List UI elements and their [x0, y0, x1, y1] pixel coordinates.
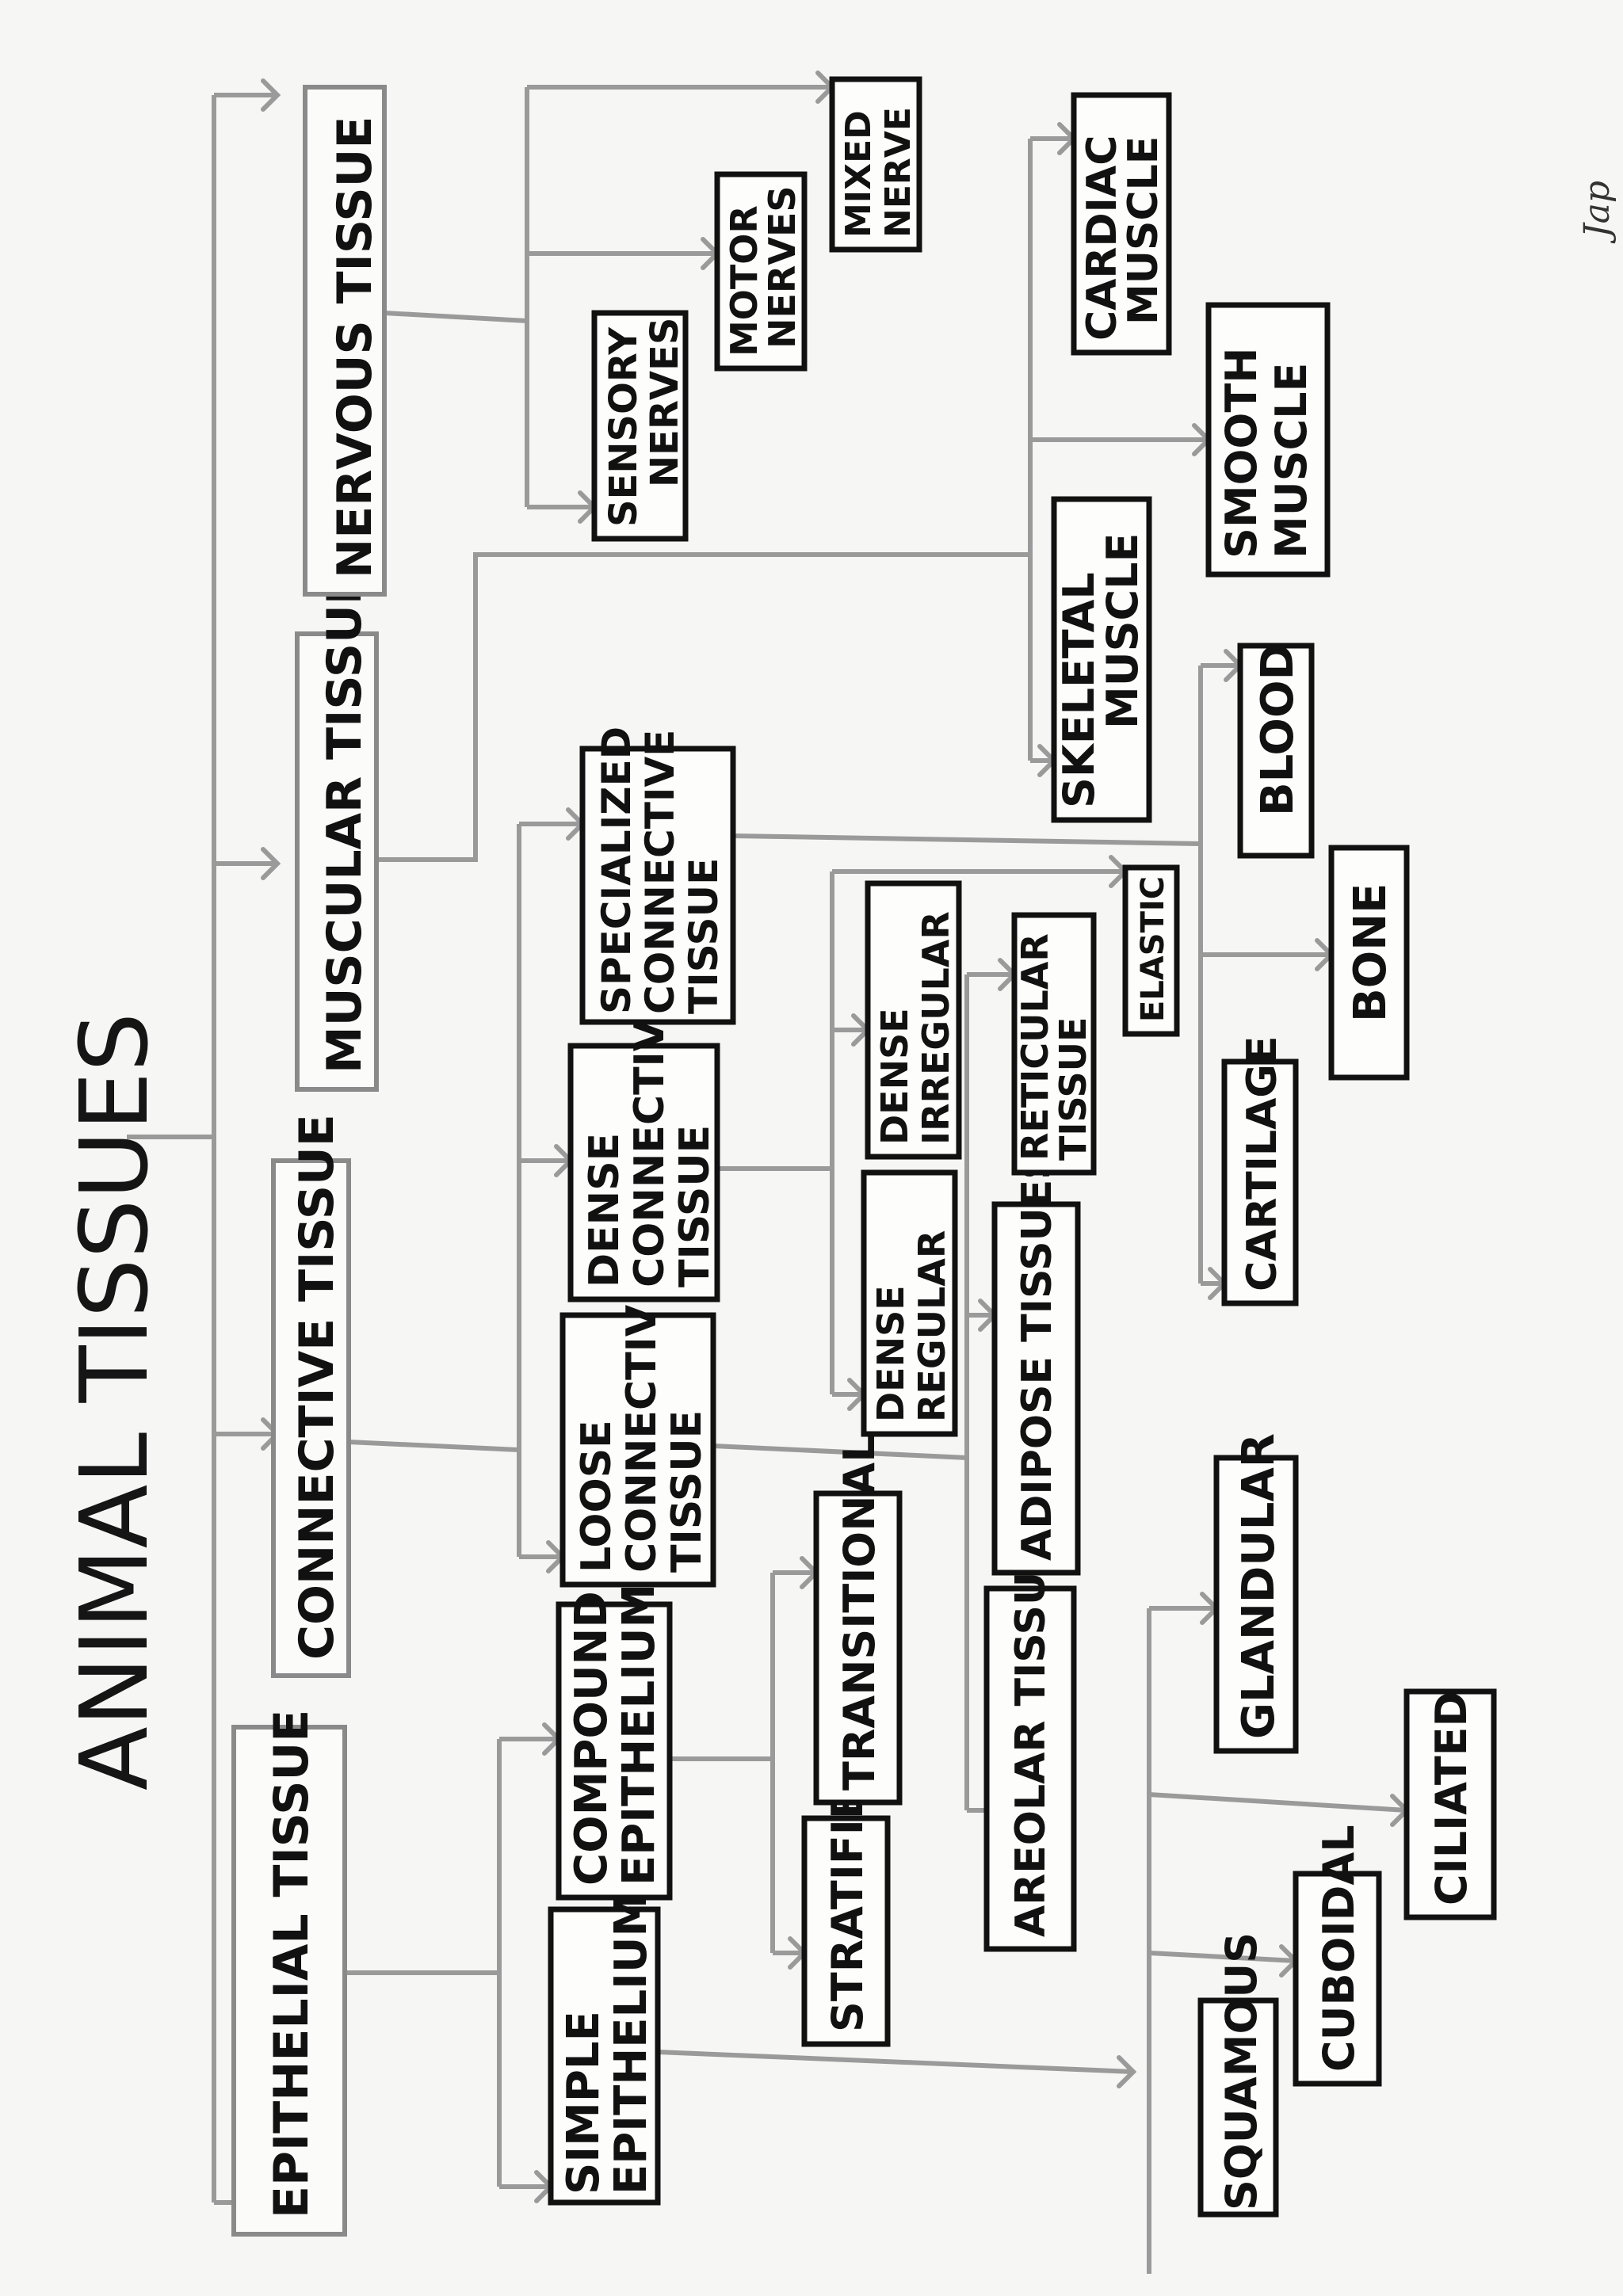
connector-loose-out	[712, 1444, 968, 1460]
svg-text:NERVES: NERVES	[643, 318, 687, 487]
node-bone: BONE	[1328, 845, 1410, 1081]
node-ciliated: CILIATED	[1403, 1688, 1497, 1920]
svg-text:CILIATED: CILIATED	[1426, 1691, 1476, 1905]
node-compound-epithelium: COMPOUND EPITHELIUM	[556, 1584, 673, 1901]
node-loose-connective-tissue: LOOSE CONNECTIVE TISSUE	[559, 1276, 716, 1588]
svg-text:TISSUE: TISSUE	[1052, 1017, 1094, 1161]
signature: Jap	[1577, 181, 1617, 244]
svg-text:MUSCULAR TISSUE: MUSCULAR TISSUE	[317, 572, 372, 1074]
arrow-to-nervous	[261, 78, 281, 112]
node-motor-nerves: MOTOR NERVES	[714, 171, 808, 372]
svg-text:DENSE: DENSE	[869, 1285, 912, 1422]
svg-text:EPITHELIUM: EPITHELIUM	[605, 1893, 657, 2195]
svg-text:TISSUE: TISSUE	[681, 858, 727, 1014]
node-nervous-tissue: NERVOUS TISSUE	[303, 85, 387, 597]
svg-text:DENSE: DENSE	[581, 1133, 628, 1287]
arrow-to-muscular	[261, 847, 281, 880]
svg-text:REGULAR: REGULAR	[911, 1230, 953, 1422]
svg-text:MOTOR: MOTOR	[723, 205, 766, 357]
node-dense-connective-tissue: DENSE CONNECTIVE TISSUE	[567, 991, 720, 1302]
svg-text:SKELETAL: SKELETAL	[1054, 572, 1104, 808]
node-glandular: GLANDULAR	[1213, 1433, 1299, 1754]
node-specialized-connective-tissue: SPECIALIZED CONNECTIVE TISSUE	[579, 727, 736, 1025]
svg-text:CONNECTIVE: CONNECTIVE	[637, 730, 683, 1014]
svg-text:SQUAMOUS: SQUAMOUS	[1216, 1932, 1266, 2210]
node-areolar-tissues: AREOLAR TISSUES	[983, 1514, 1077, 1952]
svg-text:LOOSE: LOOSE	[573, 1420, 621, 1573]
node-dense-irregular: DENSE IRREGULAR	[865, 880, 962, 1160]
node-smooth-muscle: SMOOTH MUSCLE	[1205, 302, 1331, 578]
node-sensory-nerves: SENSORY NERVES	[591, 310, 689, 542]
svg-text:CONNECTIVE: CONNECTIVE	[618, 1276, 666, 1573]
svg-text:ADIPOSE TISSUES: ADIPOSE TISSUES	[1014, 1150, 1061, 1561]
svg-text:CUBOIDAL: CUBOIDAL	[1314, 1825, 1364, 2072]
arrow-simple-out	[1117, 2055, 1137, 2088]
node-cartilage: CARTILAGE	[1221, 1035, 1299, 1306]
svg-text:BONE: BONE	[1345, 883, 1396, 1022]
node-reticular-tissue: RETICULAR TISSUE	[1011, 912, 1097, 1176]
svg-text:CARDIAC: CARDIAC	[1079, 135, 1126, 341]
svg-text:COMPOUND: COMPOUND	[566, 1591, 617, 1886]
svg-text:CONNECTIVE: CONNECTIVE	[626, 991, 674, 1287]
svg-text:ELASTIC: ELASTIC	[1135, 876, 1171, 1022]
svg-text:CONNECTIVE TISSUE: CONNECTIVE TISSUE	[289, 1114, 345, 1660]
connector-to-cuboidal	[1148, 1951, 1296, 1963]
node-simple-epithelium: SIMPLE EPITHELIUM	[548, 1893, 661, 2206]
svg-text:EPITHELIAL TISSUE: EPITHELIAL TISSUE	[264, 1710, 319, 2218]
node-connective-tissue: CONNECTIVE TISSUE	[271, 1114, 351, 1678]
connector-muscular-out	[376, 552, 1030, 862]
node-transitional: TRANSITIONAL	[813, 1435, 903, 1806]
node-mixed-nerve: MIXED NERVE	[829, 76, 922, 253]
node-dense-regular: DENSE REGULAR	[861, 1169, 958, 1437]
svg-text:MIXED: MIXED	[838, 110, 879, 238]
node-muscular-tissue: MUSCULAR TISSUE	[295, 572, 379, 1092]
connector-simple-out	[657, 2050, 1134, 2074]
node-elastic: ELASTIC	[1122, 864, 1180, 1037]
svg-text:MUSCLE: MUSCLE	[1098, 533, 1148, 729]
svg-text:SENSORY: SENSORY	[601, 326, 646, 527]
svg-text:CARTILAGE: CARTILAGE	[1239, 1035, 1286, 1291]
page-title: ANIMAL TISSUES	[59, 1013, 169, 1791]
svg-text:NERVES: NERVES	[761, 186, 804, 349]
node-cardiac-muscle: CARDIAC MUSCLE	[1071, 92, 1172, 356]
svg-text:BLOOD: BLOOD	[1252, 643, 1304, 816]
svg-text:NERVOUS TISSUE: NERVOUS TISSUE	[327, 116, 383, 578]
svg-text:TISSUE: TISSUE	[663, 1410, 711, 1573]
svg-text:MUSCLE: MUSCLE	[1266, 363, 1316, 559]
svg-text:NERVE: NERVE	[878, 107, 918, 238]
svg-text:SPECIALIZED: SPECIALIZED	[594, 727, 640, 1014]
svg-text:TISSUE: TISSUE	[671, 1125, 719, 1287]
svg-text:GLANDULAR: GLANDULAR	[1233, 1433, 1285, 1739]
connector-connective-out	[348, 1440, 520, 1452]
node-adipose-tissues: ADIPOSE TISSUES	[991, 1150, 1081, 1576]
svg-text:AREOLAR TISSUES: AREOLAR TISSUES	[1007, 1514, 1055, 1937]
node-skeletal-muscle: SKELETAL MUSCLE	[1051, 496, 1152, 823]
svg-text:IRREGULAR: IRREGULAR	[915, 911, 957, 1145]
svg-text:SIMPLE: SIMPLE	[558, 2011, 609, 2195]
connector-specialized-out	[732, 833, 1201, 846]
node-epithelial-tissue: EPITHELIAL TISSUE	[231, 1710, 347, 2237]
connector-to-ciliated	[1148, 1792, 1407, 1813]
node-cuboidal: CUBOIDAL	[1293, 1825, 1382, 2087]
node-blood: BLOOD	[1237, 643, 1315, 859]
svg-text:TRANSITIONAL: TRANSITIONAL	[834, 1435, 884, 1791]
node-squamous: SQUAMOUS	[1197, 1932, 1279, 2218]
connector-lines	[127, 71, 1411, 2274]
svg-text:DENSE: DENSE	[873, 1008, 916, 1145]
svg-text:EPITHELIUM: EPITHELIUM	[613, 1584, 665, 1886]
connector-nervous-out	[384, 311, 528, 323]
svg-text:RETICULAR: RETICULAR	[1014, 933, 1056, 1161]
svg-text:SMOOTH: SMOOTH	[1216, 348, 1266, 559]
svg-text:MUSCLE: MUSCLE	[1120, 136, 1167, 325]
